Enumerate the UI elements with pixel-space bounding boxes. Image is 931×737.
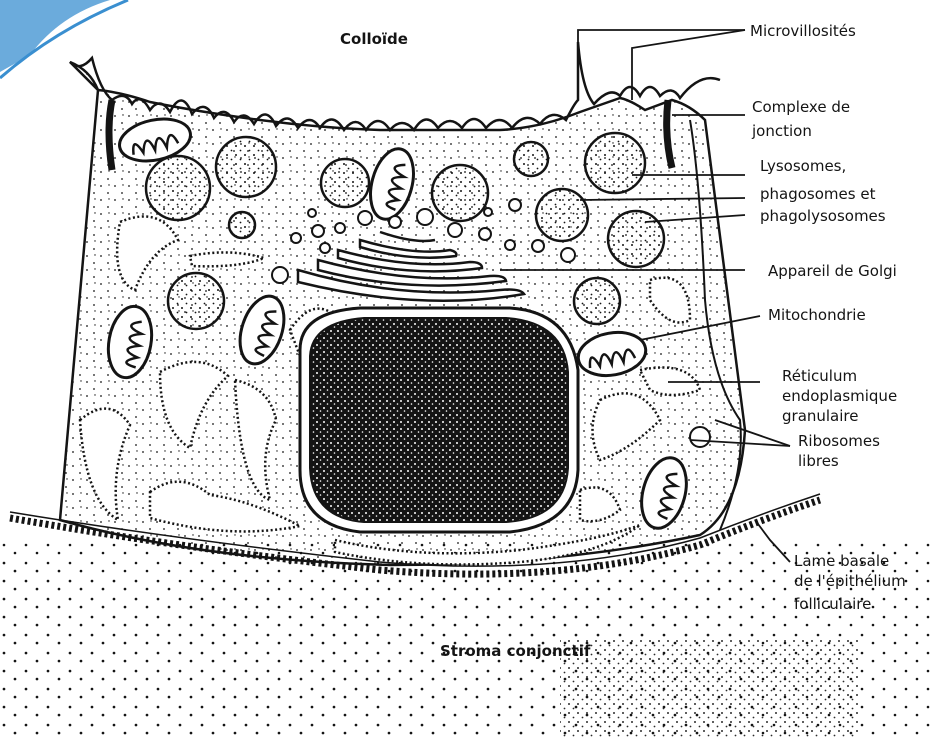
er-label-line1: Réticulum [782,367,857,385]
mitochondria-label: Mitochondrie [768,306,866,324]
basal-lamina-label-line1: Lame basale [794,552,889,570]
lysosome [585,133,645,193]
stroma-label: Stroma conjonctif [440,642,591,660]
lysosome [574,278,620,324]
lysosome [536,189,588,241]
lysosome [146,156,210,220]
ribosomes-label-line2: libres [798,452,839,470]
nucleus [300,308,578,532]
lysosomes-label-line3: phagolysosomes [760,207,886,225]
lysosomes-label-line1: Lysosomes, [760,157,846,175]
ribosomes-label-line1: Ribosomes [798,432,880,450]
basal-lamina-label-line2: de l'épithélium [794,572,906,590]
lysosome [321,159,369,207]
lysosome [216,137,276,197]
lysosome [432,165,488,221]
lysosome [168,273,224,329]
er-label-line3: granulaire [782,407,859,425]
stroma-dense-bottom-right [560,640,860,737]
junction-complex-left [109,100,112,170]
basal-lamina-label-line3: folliculaire [794,595,871,613]
lysosome [229,212,255,238]
lysosomes-label-line2: phagosomes et [760,185,876,203]
colloid-label: Colloïde [340,30,408,48]
lysosome [608,211,664,267]
golgi-label: Appareil de Golgi [768,262,897,280]
junction-label-line1: Complexe de [752,98,850,116]
lysosome [514,142,548,176]
junction-label-line2: jonction [751,122,812,140]
microvilli-label: Microvillosités [750,22,856,40]
er-label-line2: endoplasmique [782,387,897,405]
